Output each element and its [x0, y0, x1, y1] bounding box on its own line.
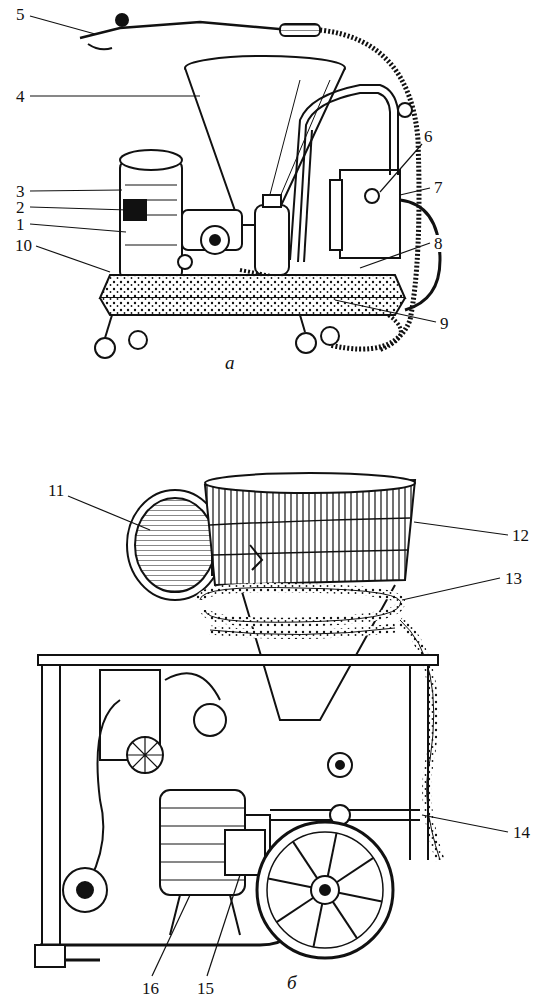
callout-number: 6	[423, 128, 434, 145]
figure-a	[80, 14, 440, 358]
wheel-spoke	[333, 902, 357, 939]
callout-number: 13	[504, 570, 523, 587]
wheel-spoke	[337, 858, 374, 882]
wheel-spoke	[268, 878, 311, 887]
wheel-spoke	[293, 842, 317, 879]
callout-number: 12	[511, 527, 530, 544]
callout-number: 11	[47, 482, 65, 499]
wheel-spoke	[339, 893, 382, 902]
callout-number: 7	[433, 179, 444, 196]
callout-number: 10	[14, 237, 33, 254]
leader-lines	[30, 16, 508, 976]
wheel-spoke	[277, 898, 314, 922]
callout-number: 9	[439, 315, 450, 332]
callout-number: 16	[141, 980, 160, 997]
wheel-spoke	[313, 904, 322, 947]
callout-number: 8	[433, 235, 444, 252]
callout-number: 3	[15, 183, 26, 200]
callout-number: 1	[15, 216, 26, 233]
figure-letter: а	[224, 353, 236, 372]
wheel-spoke	[328, 833, 337, 876]
figure-letter: б	[286, 973, 298, 992]
callout-number: 14	[512, 824, 531, 841]
figure-b	[35, 473, 440, 967]
callout-number: 4	[15, 88, 26, 105]
callout-number: 15	[196, 980, 215, 997]
callout-number: 2	[15, 199, 26, 216]
callout-number: 5	[15, 6, 26, 23]
